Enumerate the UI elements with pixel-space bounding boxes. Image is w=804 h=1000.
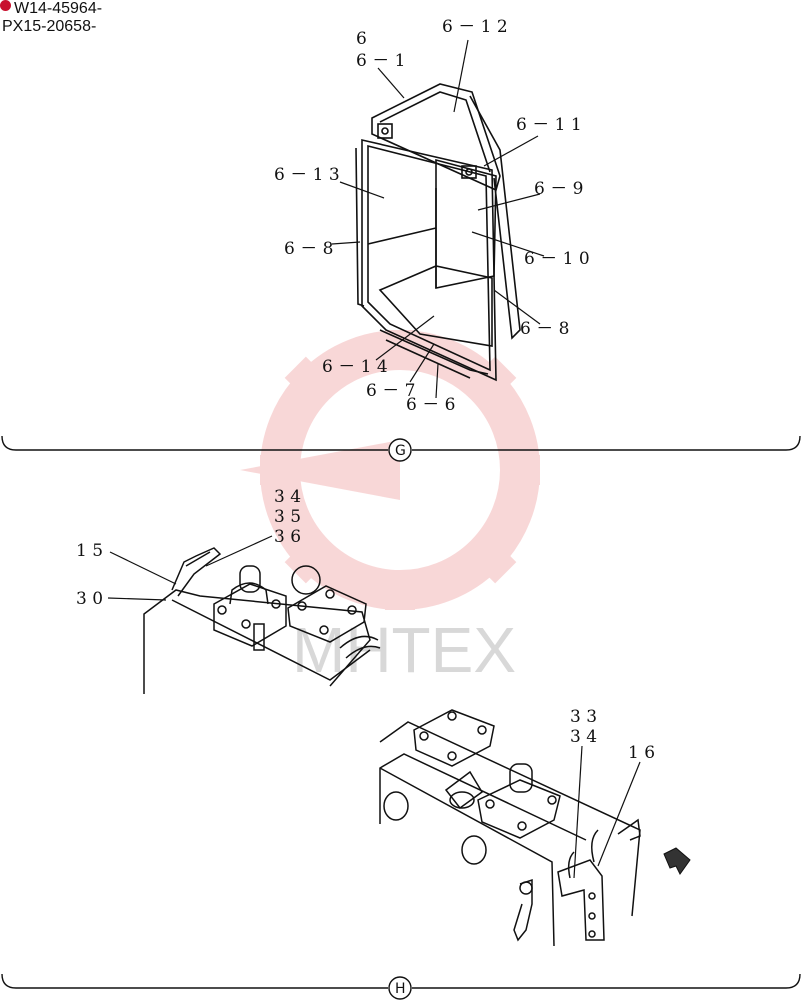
frame-assembly-drawing	[379, 709, 641, 947]
serial-range-2: PX15-20658-	[2, 18, 97, 35]
callout-6-14: 6 － 1 4	[322, 357, 388, 377]
callout-15: 1 5	[76, 541, 103, 561]
callout-6-8-left: 6 － 8	[284, 239, 333, 259]
callout-33: 3 3	[570, 707, 597, 727]
section-marker-g: G	[395, 443, 406, 459]
callout-6-8-right: 6 － 8	[520, 319, 569, 339]
callout-6-13: 6 － 1 3	[274, 165, 340, 185]
section-marker-h: H	[395, 981, 406, 997]
leader-lines-h-right	[573, 745, 641, 879]
callout-6-11: 6 － 1 1	[516, 115, 582, 135]
watermark-gear-icon	[240, 330, 540, 610]
callout-34-left: 3 4	[274, 487, 301, 507]
filter-assembly-drawing	[143, 547, 381, 694]
section-divider-h	[1, 973, 801, 1000]
leader-lines-g	[331, 39, 545, 399]
watermark-text: MHTEX	[292, 614, 516, 686]
serial-range-1: W14-45964-	[14, 0, 103, 17]
callout-36: 3 6	[274, 527, 301, 547]
callout-6-7: 6 － 7	[366, 381, 415, 401]
direction-arrow-icon	[663, 847, 691, 875]
callout-6-6: 6 － 6	[406, 395, 455, 415]
callout-6-9: 6 － 9	[534, 179, 583, 199]
brand-logo-icon	[0, 0, 11, 11]
leader-lines-h-left	[107, 535, 273, 601]
callout-30: 3 0	[76, 589, 103, 609]
callout-34-right: 3 4	[570, 727, 597, 747]
callout-6-1: 6 － 1	[356, 51, 405, 71]
callout-6-12: 6 － 1 2	[442, 17, 508, 37]
callout-6: 6	[356, 29, 367, 49]
callout-6-10: 6 － 1 0	[524, 249, 590, 269]
guard-assembly-drawing	[355, 83, 521, 382]
callout-16: 1 6	[628, 743, 655, 763]
callout-35: 3 5	[274, 507, 301, 527]
section-divider-g	[1, 435, 801, 462]
